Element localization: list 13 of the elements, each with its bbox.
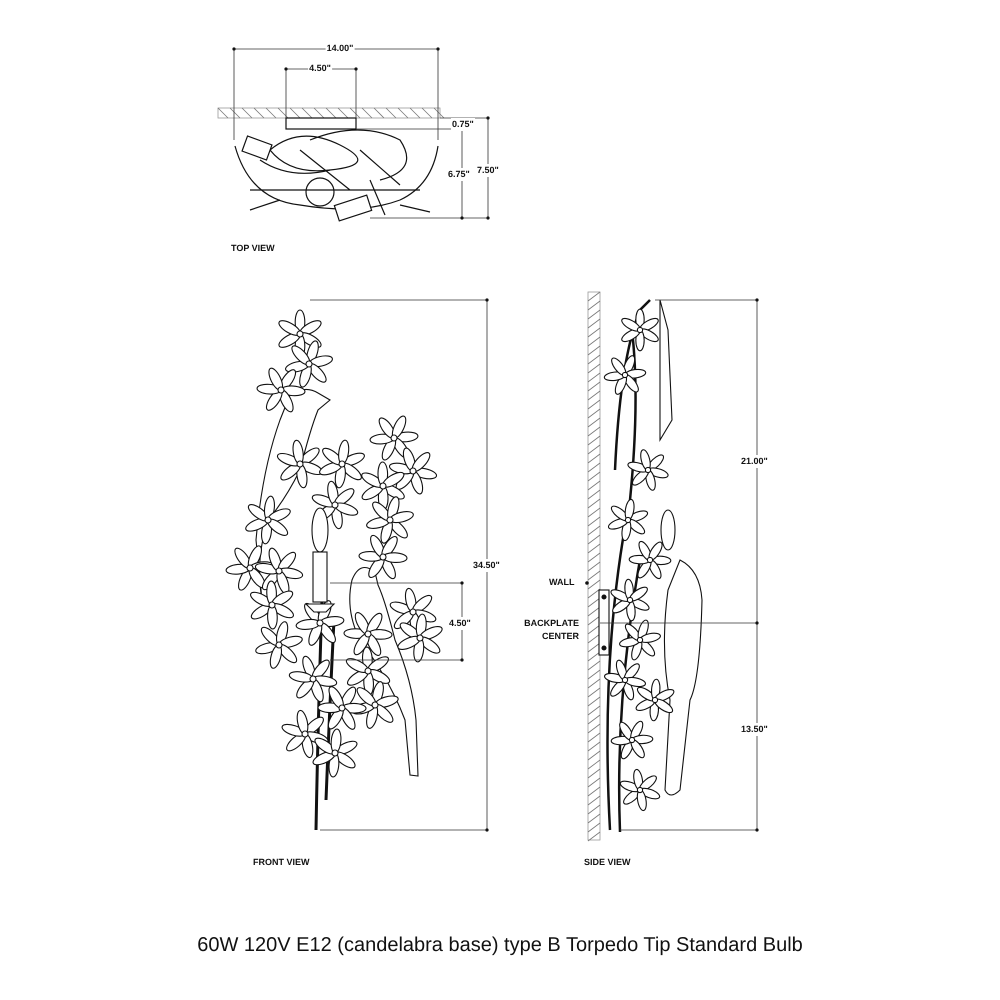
dimension-label: 4.50"	[448, 617, 472, 630]
dimension-label: BACKPLATE CENTER	[523, 617, 580, 643]
dimension-label: TOP VIEW	[230, 242, 276, 255]
dimension-label: SIDE VIEW	[583, 856, 632, 869]
dimension-label: 34.50"	[472, 559, 501, 572]
dimension-label: WALL	[548, 576, 576, 589]
caption: 60W 120V E12 (candelabra base) type B Torpedo Tip Standard Bulb	[196, 934, 804, 957]
dimension-label: 7.50"	[476, 164, 500, 177]
dimension-label: 6.75"	[447, 168, 471, 181]
dimension-label: 0.75"	[451, 118, 475, 131]
dimension-label: 21.00"	[740, 455, 769, 468]
dimension-label: FRONT VIEW	[252, 856, 310, 869]
dimension-label: 13.50"	[740, 723, 769, 736]
